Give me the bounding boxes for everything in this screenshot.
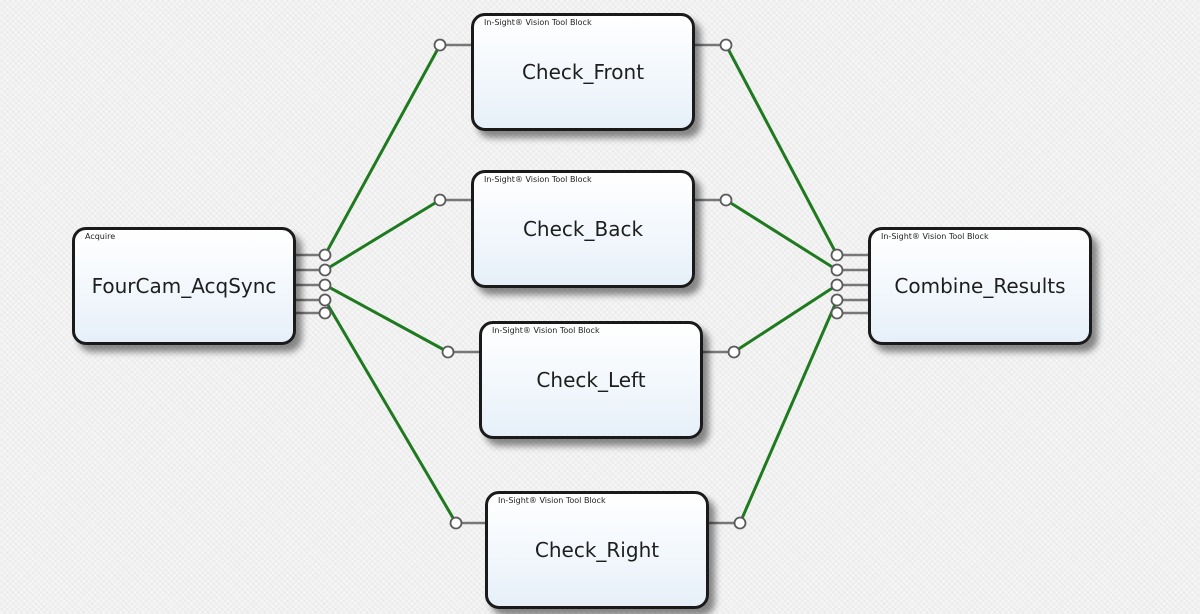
output-port[interactable] — [727, 345, 741, 359]
block-title: Check_Front — [521, 60, 645, 84]
wire-back-to-combine[interactable] — [725, 198, 838, 272]
output-port[interactable] — [719, 38, 733, 52]
input-port[interactable] — [433, 38, 447, 52]
block-check-right[interactable]: In-Sight® Vision Tool Block Check_Right — [485, 491, 709, 609]
output-port-1[interactable] — [318, 248, 332, 262]
output-port[interactable] — [719, 193, 733, 207]
output-port-3[interactable] — [318, 278, 332, 292]
block-combine-results[interactable]: In-Sight® Vision Tool Block Combine_Resu… — [868, 227, 1092, 345]
block-type-label: In-Sight® Vision Tool Block — [484, 18, 592, 27]
input-port-4[interactable] — [830, 293, 844, 307]
input-port[interactable] — [449, 516, 463, 530]
output-port-4[interactable] — [318, 293, 332, 307]
block-title: Check_Back — [522, 217, 644, 241]
block-title: FourCam_AcqSync — [91, 274, 277, 298]
input-port-2[interactable] — [830, 263, 844, 277]
wire-acquire-to-front[interactable] — [323, 44, 442, 256]
block-check-left[interactable]: In-Sight® Vision Tool Block Check_Left — [479, 321, 703, 439]
block-type-label: Acquire — [85, 232, 116, 241]
block-title: Check_Left — [536, 368, 646, 392]
output-port[interactable] — [733, 516, 747, 530]
block-check-front[interactable]: In-Sight® Vision Tool Block Check_Front — [471, 13, 695, 131]
block-title: Combine_Results — [894, 274, 1066, 298]
input-port-1[interactable] — [830, 248, 844, 262]
wire-acquire-to-back[interactable] — [324, 198, 441, 272]
input-port[interactable] — [433, 193, 447, 207]
block-type-label: In-Sight® Vision Tool Block — [492, 326, 600, 335]
block-type-label: In-Sight® Vision Tool Block — [498, 496, 606, 505]
connection-ports — [296, 38, 868, 530]
wire-left-to-combine[interactable] — [733, 283, 838, 354]
output-port-5[interactable] — [318, 306, 332, 320]
wire-right-to-combine[interactable] — [738, 299, 839, 524]
block-type-label: In-Sight® Vision Tool Block — [484, 175, 592, 184]
block-fourcam-acqsync[interactable]: Acquire FourCam_AcqSync — [72, 227, 296, 345]
wire-acquire-to-right[interactable] — [323, 299, 458, 524]
input-port-3[interactable] — [830, 278, 844, 292]
wire-acquire-to-left[interactable] — [324, 283, 449, 354]
output-port-2[interactable] — [318, 263, 332, 277]
connection-wires — [323, 44, 839, 524]
wire-front-to-combine[interactable] — [724, 44, 839, 256]
block-title: Check_Right — [534, 538, 660, 562]
block-type-label: In-Sight® Vision Tool Block — [881, 232, 989, 241]
block-check-back[interactable]: In-Sight® Vision Tool Block Check_Back — [471, 170, 695, 288]
input-port[interactable] — [441, 345, 455, 359]
input-port-5[interactable] — [830, 306, 844, 320]
